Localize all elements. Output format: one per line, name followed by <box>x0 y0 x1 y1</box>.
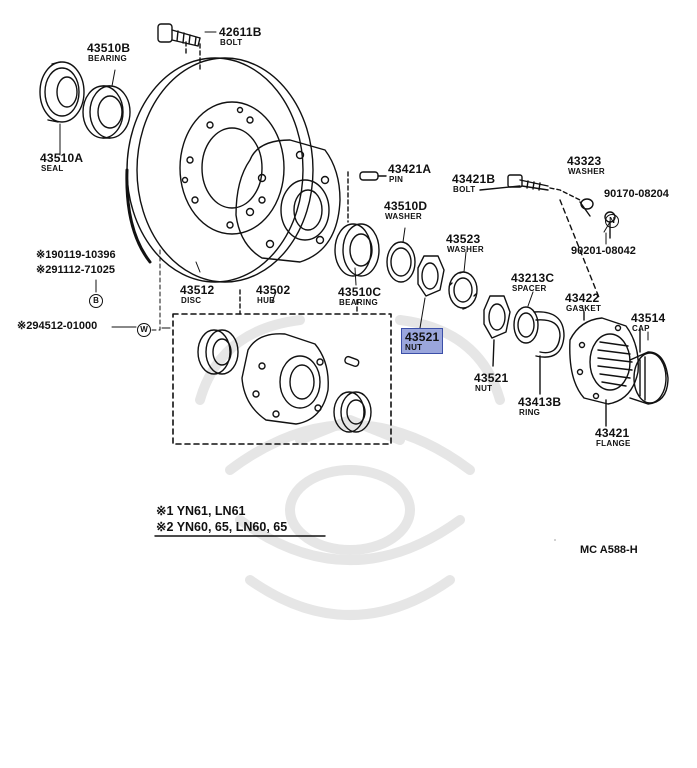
label-43502-number: 43502 <box>256 283 291 297</box>
label-43523-number: 43523 <box>446 232 481 246</box>
label-43523-name: WASHER <box>447 245 484 254</box>
cap-43514-drawing <box>629 329 669 405</box>
label-43502-name: HUB <box>257 296 276 305</box>
nut-43521-selected-drawing <box>417 255 445 297</box>
note3-mark: ※2 <box>17 320 33 332</box>
hub-on-disc-drawing <box>235 139 341 263</box>
legend-row-2: ※2 YN60, 65, LN60, 65 <box>156 521 287 534</box>
b-circle-icon: B <box>89 294 103 308</box>
note1-number: 90119-10396 <box>51 249 116 261</box>
label-43510A-number: 43510A <box>40 151 84 165</box>
note1-mark: ※1 <box>36 249 52 261</box>
label-43521-name: NUT <box>475 384 493 393</box>
flange-43421-drawing <box>569 317 639 427</box>
legend-row-1-mark: ※1 <box>156 504 174 518</box>
label-43323-number: 43323 <box>567 154 602 168</box>
label-42611B-name: BOLT <box>220 38 243 47</box>
label-43521-selected[interactable]: 43521 NUT <box>401 328 444 354</box>
washer-43523-drawing <box>448 271 478 310</box>
label-43514-name: CAP <box>632 324 650 333</box>
legend-row-1-text: YN61, LN61 <box>176 504 246 518</box>
label-90170-08204: 90170-08204 <box>604 188 669 200</box>
label-43413B-name: RING <box>519 408 541 417</box>
watermark <box>195 315 505 620</box>
label-43510C-number: 43510C <box>338 285 382 299</box>
b-symbol: B <box>89 291 103 308</box>
label-43512-number: 43512 <box>180 283 215 297</box>
label-43510D-number: 43510D <box>384 199 428 213</box>
legend-row-1: ※1 YN61, LN61 <box>156 505 245 518</box>
note2-mark: ※2 <box>36 264 52 276</box>
n-symbol: N <box>605 211 619 228</box>
label-43213C-number: 43213C <box>511 271 555 285</box>
label-43510A-name: SEAL <box>41 164 64 173</box>
label-43323-name: WASHER <box>568 167 605 176</box>
label-43521-selected-number: 43521 <box>405 330 440 344</box>
n-circle-icon: N <box>605 214 619 228</box>
hub-kit-parts-drawing <box>197 329 372 433</box>
legend-row-2-mark: ※2 <box>156 520 174 534</box>
label-43421B-number: 43421B <box>452 172 496 186</box>
bolt-42611B-drawing <box>157 23 201 71</box>
label-43510C-name: BEARING <box>339 298 378 307</box>
w-circle-icon: W <box>137 323 151 337</box>
bearing-43510C-drawing <box>334 223 380 277</box>
washer-43510D-drawing <box>386 241 416 283</box>
disc-43512-drawing <box>125 57 314 283</box>
label-43521-selected-name: NUT <box>405 343 423 352</box>
label-43421-number: 43421 <box>595 426 630 440</box>
label-43213C-name: SPACER <box>512 284 547 293</box>
label-43521-number: 43521 <box>474 371 509 385</box>
label-43510B-name: BEARING <box>88 54 127 63</box>
note2-number: 91112-71025 <box>51 264 115 276</box>
seal-43510A-drawing <box>39 61 85 123</box>
hub-kit-box <box>172 289 392 445</box>
label-43514-number: 43514 <box>631 311 666 325</box>
label-43422-name: GASKET <box>566 304 602 313</box>
label-43422-number: 43422 <box>565 291 600 305</box>
spacer-ring-drawing <box>513 306 565 395</box>
note3-number: 94512-01000 <box>32 320 98 332</box>
label-43421B-name: BOLT <box>453 185 476 194</box>
nut-43521-drawing <box>483 295 511 367</box>
note3-fastener: ※294512-01000 <box>17 321 97 332</box>
pin-43421A-drawing <box>347 171 387 223</box>
label-43413B-number: 43413B <box>518 395 562 409</box>
note2-fastener: ※291112-71025 <box>36 265 115 276</box>
label-43512-name: DISC <box>181 296 202 305</box>
figure-code: MC A588-H <box>580 544 638 556</box>
label-43510B-number: 43510B <box>87 41 131 55</box>
label-43421A-number: 43421A <box>388 162 432 176</box>
w-symbol: W <box>137 320 151 337</box>
label-42611B-number: 42611B <box>219 25 262 39</box>
label-43421-name: FLANGE <box>596 439 631 448</box>
note1-fastener: ※190119-10396 <box>36 250 116 261</box>
label-90201-08042: 90201-08042 <box>571 245 636 257</box>
legend-row-2-text: YN60, 65, LN60, 65 <box>176 520 288 534</box>
bearing-43510B-drawing <box>82 85 131 139</box>
leader-lines <box>59 31 649 541</box>
label-43421A-name: PIN <box>389 175 404 184</box>
label-43510D-name: WASHER <box>385 212 422 221</box>
